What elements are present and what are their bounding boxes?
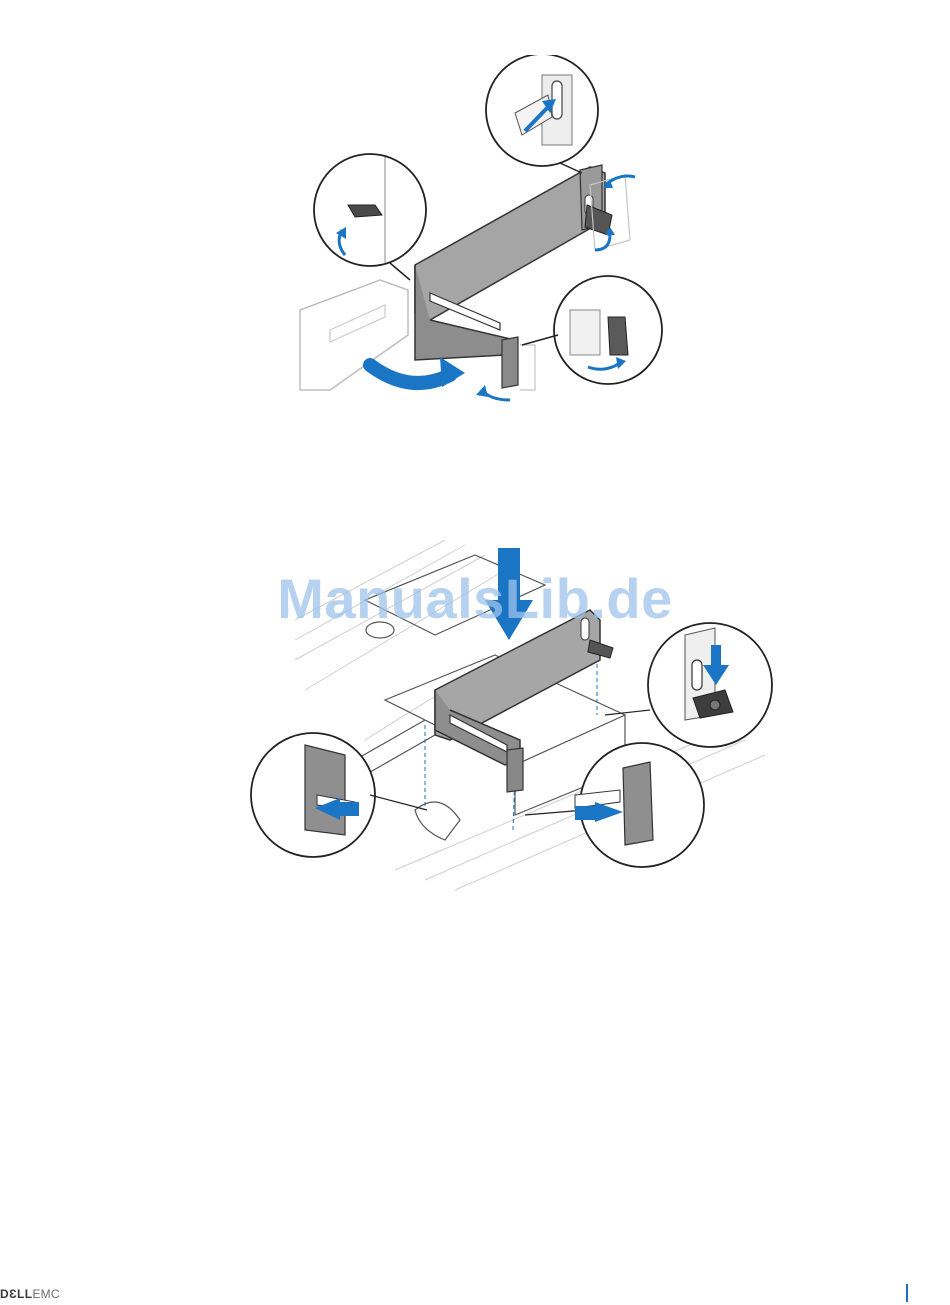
footer-accent-rule (906, 1284, 908, 1302)
bracket-removal-illustration (290, 55, 670, 415)
logo-emc-text: EMC (32, 1287, 59, 1301)
dell-emc-logo: DƐLL EMC (0, 1285, 60, 1303)
logo-dell-text: DƐLL (0, 1287, 32, 1301)
watermark-text: ManualsLib.de (0, 566, 950, 631)
